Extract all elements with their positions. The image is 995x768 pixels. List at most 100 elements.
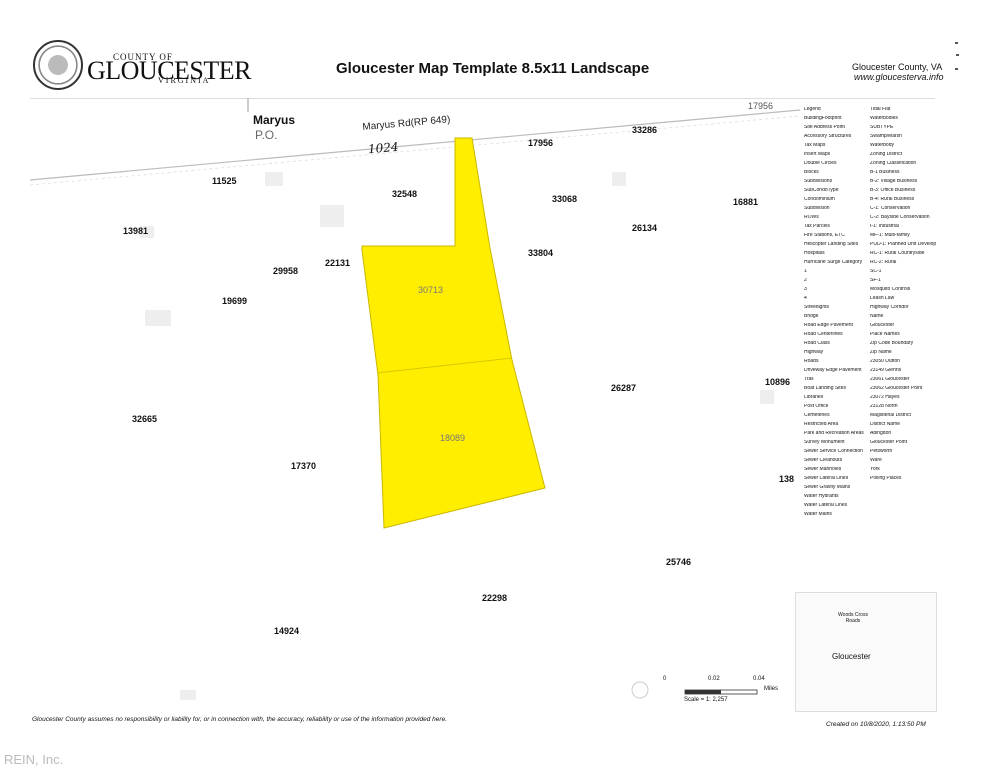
legend-item: Driveway Edge Pavement xyxy=(804,368,862,373)
parcel-label: 32548 xyxy=(392,189,418,199)
inset-woods-label: Woods Cross Roads xyxy=(838,612,868,624)
parcel-label: 17956 xyxy=(748,101,774,111)
legend-item: Tax Maps xyxy=(804,143,826,148)
legend-item: 2 xyxy=(804,278,807,283)
county-line: Gloucester County, VA xyxy=(852,62,943,72)
legend-item: Place Names xyxy=(870,332,900,337)
handwritten-note: 1024 xyxy=(367,139,400,157)
county-seal-logo xyxy=(33,40,83,90)
legend-item: Swamp/Marsh xyxy=(870,134,902,139)
legend-item: Condominium xyxy=(804,197,835,202)
legend-item: I-1: Industrial xyxy=(870,224,899,229)
place-sub: P.O. xyxy=(255,128,278,142)
county-name-logo: GLOUCESTER xyxy=(87,56,252,85)
county-of-text: COUNTY OF xyxy=(113,52,173,62)
legend-item: C-2: Bayside Conservation xyxy=(870,215,930,220)
scale-tick: 0.04 xyxy=(753,676,765,682)
legend-item: Tidal Flat xyxy=(870,107,891,112)
parcel-label: 25746 xyxy=(666,557,692,567)
legend-item: Post Office xyxy=(804,404,829,409)
legend-item: Park and Recreation Areas xyxy=(804,431,864,436)
legend-item: Highway xyxy=(804,350,824,355)
legend-item: Roads xyxy=(804,359,819,364)
legend-item: Zoning Classification xyxy=(870,161,917,166)
legend-item: 3 xyxy=(804,287,807,292)
parcel-label: 22131 xyxy=(325,258,351,268)
parcel-divider xyxy=(376,357,513,374)
legend-item: MF-1: Multi-family xyxy=(870,233,910,238)
legend-item: Abingdon xyxy=(870,431,892,436)
legend-item: 23128 North xyxy=(870,404,898,409)
legend-item: Road Edge Pavement xyxy=(804,323,853,328)
scale-tick: 0.02 xyxy=(708,676,720,682)
parcel-label: 17956 xyxy=(528,138,554,148)
legend-item: Libraries xyxy=(804,395,824,400)
disclaimer-text: Gloucester County assumes no responsibil… xyxy=(32,716,447,723)
place-name: Maryus xyxy=(253,113,296,127)
legend-item: Ware xyxy=(870,458,882,463)
legend-item: Petsworth xyxy=(870,449,893,454)
inset-place-label: Gloucester xyxy=(832,652,871,661)
legend-item: Double Circles xyxy=(804,161,837,166)
legend-item: Cemeteries xyxy=(804,413,830,418)
legend-item: Restricted Area xyxy=(804,422,839,427)
parcel-label: 33068 xyxy=(552,194,578,204)
legend-item: Leash Law xyxy=(870,296,895,301)
legend-item: B-4: Rural Business xyxy=(870,197,915,202)
scan-marks xyxy=(955,40,963,80)
legend-item: 23050 Dutton xyxy=(870,359,901,364)
legend-item: Site Address Point xyxy=(804,125,845,130)
legend-item: Waterbodies xyxy=(870,116,898,121)
legend-item: Bridge xyxy=(804,314,819,319)
parcel-label: 18089 xyxy=(440,433,466,443)
watermark: REIN, Inc. xyxy=(4,752,64,767)
parcel-label: 10896 xyxy=(765,377,791,387)
legend-item: Water Lateral Lines xyxy=(804,503,848,508)
legend-item: Survey Monument xyxy=(804,440,845,445)
legend-item: 23149 Glenns xyxy=(870,368,902,373)
legend-item: Highway Corridor xyxy=(870,305,909,310)
legend-item: Zip Code Boundary xyxy=(870,341,914,346)
parcel-label: 33804 xyxy=(528,248,554,258)
legend-item: Insert Maps xyxy=(804,152,831,157)
legend-item: 4 xyxy=(804,296,807,301)
legend-item: 23062 Gloucester Point xyxy=(870,386,923,391)
legend-item: Water Mains xyxy=(804,512,832,517)
map-canvas[interactable] xyxy=(30,98,935,716)
legend-item: SF-1 xyxy=(870,278,881,283)
legend-item: PUD-1: Planned Unit Development xyxy=(870,242,936,247)
parcel-label: 19699 xyxy=(222,296,248,306)
legend-item: Water Hydrants xyxy=(804,494,839,499)
legend-item: B-2: Village Business xyxy=(870,179,918,184)
legend-item: Sewer Cleanouts xyxy=(804,458,843,463)
parcel-label: 26287 xyxy=(611,383,637,393)
parcel-label: 11525 xyxy=(212,176,237,186)
legend-item: ROWs xyxy=(804,215,819,220)
legend-item: Road Centerlines xyxy=(804,332,843,337)
legend-item: Sewer Lateral Lines xyxy=(804,476,849,481)
legend-item: Mosquito Controls xyxy=(870,287,911,292)
legend-item: SC-1 xyxy=(870,269,882,274)
legend-item: SUBTYPE xyxy=(870,125,894,130)
legend-item: Fire Stations, ETC xyxy=(804,233,845,238)
legend-item: Sewer Service Connection xyxy=(804,449,863,454)
legend-item: Boat Landing Sites xyxy=(804,386,846,391)
legend-item: Gloucester Point xyxy=(870,440,907,445)
legend-item: Blocks xyxy=(804,170,819,175)
parcel-label: 13981 xyxy=(123,226,149,236)
legend-item: Waterbody xyxy=(870,143,894,148)
legend-item: Legend xyxy=(804,107,821,112)
legend-item: Road Class xyxy=(804,341,830,346)
legend-item: RC-2: Rural xyxy=(870,260,897,265)
scale-ratio: Scale = 1: 2,257 xyxy=(684,697,728,703)
created-timestamp: Created on 10/8/2020, 1:13:50 PM xyxy=(826,721,926,728)
parcel-label: 16881 xyxy=(733,197,759,207)
parcel-label: 14924 xyxy=(274,626,300,636)
inset-map xyxy=(795,592,937,712)
legend-item: District Name xyxy=(870,422,901,427)
legend-item: Accessory Structures xyxy=(804,134,852,139)
county-url-link[interactable]: www.gloucesterva.info xyxy=(854,72,944,82)
legend-item: Polling Places xyxy=(870,476,902,481)
